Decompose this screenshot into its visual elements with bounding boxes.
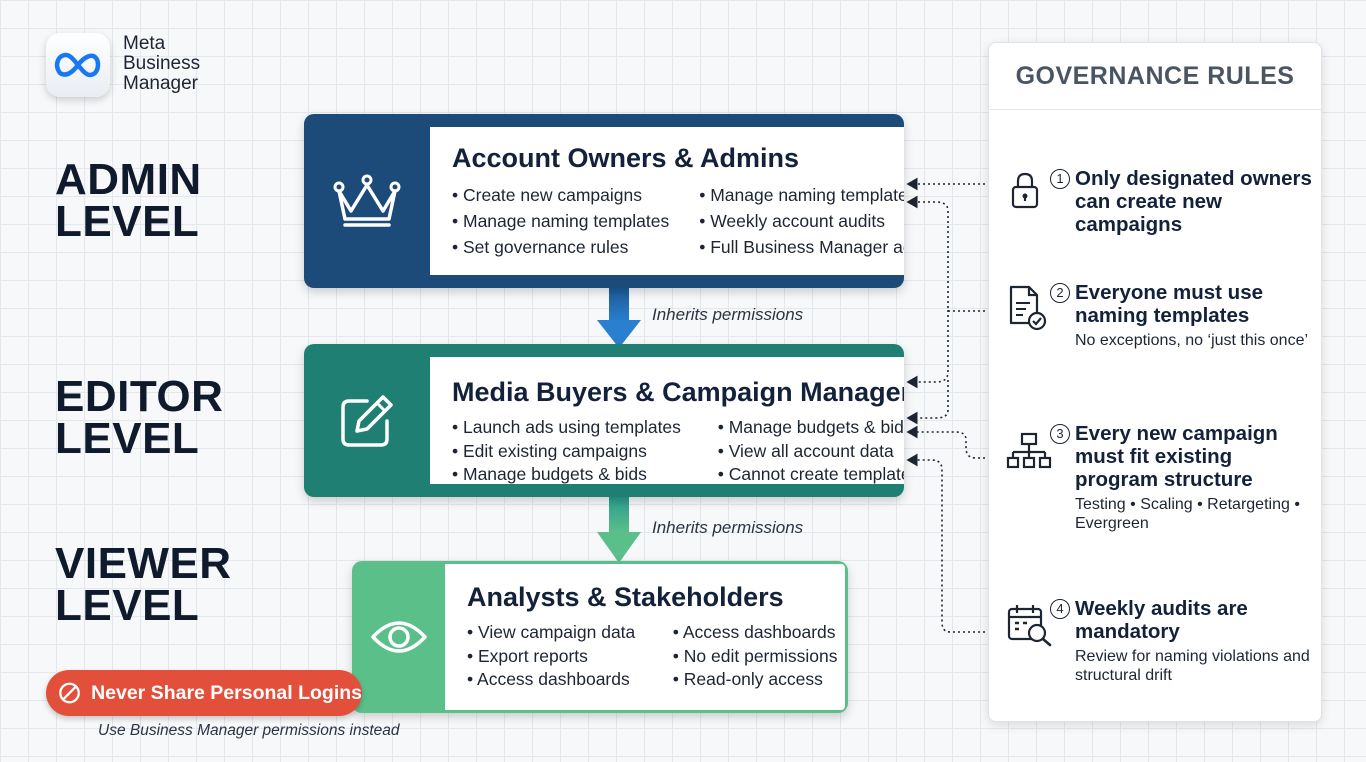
- permission-item: • Edit existing campaigns: [452, 440, 647, 461]
- rule-title: Only designated owners can create new ca…: [1075, 167, 1312, 236]
- inherit-label: Inherits permissions: [652, 305, 804, 324]
- crown-icon: [333, 174, 401, 227]
- level-title-line: LEVEL: [55, 197, 200, 246]
- brand-line: Business: [123, 53, 201, 74]
- role-card-icon-area: [352, 561, 445, 713]
- rule-subtext: Review for naming violations and structu…: [1075, 648, 1310, 684]
- document-check-icon: [1009, 285, 1047, 331]
- role-card-icon-area: [304, 114, 430, 288]
- governance-header: GOVERNANCE RULES: [989, 43, 1321, 110]
- rule-text: Everyone must use naming templates No ex…: [1075, 281, 1315, 350]
- role-card-title: Analysts & Stakeholders: [467, 582, 784, 612]
- inherit-label: Inherits permissions: [652, 518, 804, 537]
- role-card-admin: Account Owners & Admins • Create new cam…: [304, 114, 904, 288]
- prohibited-icon: [59, 682, 80, 704]
- eye-icon: [370, 621, 427, 653]
- role-card-icon-area: [304, 344, 430, 497]
- permission-item: • Create new campaigns: [452, 185, 642, 205]
- role-card-body: Account Owners & Admins • Create new cam…: [430, 127, 904, 275]
- brand-line: Meta: [123, 33, 166, 54]
- permission-item: • Cannot create templates: [717, 464, 904, 484]
- level-title-viewer: VIEWER LEVEL: [55, 539, 232, 630]
- level-title-admin: ADMIN LEVEL: [55, 155, 202, 246]
- permission-item: • Export reports: [467, 645, 588, 666]
- permission-item: • Access dashboards: [672, 622, 836, 642]
- rule-number: 3: [1050, 424, 1070, 444]
- permission-item: • Manage naming templates: [452, 211, 670, 231]
- hierarchy-icon: [1006, 432, 1052, 469]
- rule-subtext: No exceptions, no ‘just this once’: [1075, 332, 1309, 349]
- level-title-editor: EDITOR LEVEL: [55, 372, 224, 463]
- level-title-line: ADMIN: [55, 155, 202, 204]
- brand-line: Manager: [123, 73, 198, 94]
- rule-number: 1: [1050, 169, 1070, 189]
- rule-subtext: Testing • Scaling • Retargeting • Evergr…: [1075, 496, 1300, 532]
- level-title-line: LEVEL: [55, 581, 200, 630]
- warning-subtext: Use Business Manager permissions instead: [98, 722, 400, 739]
- rule-title: Everyone must use naming templates: [1075, 281, 1263, 327]
- role-permission-list: • Create new campaigns • Manage naming t…: [452, 182, 904, 260]
- calendar-search-icon: [1007, 605, 1052, 647]
- role-permission-list: • Launch ads using templates • Manage bu…: [452, 416, 904, 487]
- inherit-arrow-admin-editor: [597, 288, 641, 348]
- inherit-arrow-editor-viewer: [597, 497, 641, 563]
- pencil-edit-icon: [341, 394, 393, 447]
- rule-title: Weekly audits are mandatory: [1075, 597, 1248, 643]
- rule-title: Every new campaign must fit existing pro…: [1075, 422, 1278, 491]
- rule-text: Every new campaign must fit existing pro…: [1075, 422, 1315, 533]
- role-permission-list: • View campaign data • Access dashboards…: [467, 621, 845, 692]
- role-card-body: Analysts & Stakeholders • View campaign …: [445, 564, 845, 710]
- rule-number: 4: [1050, 599, 1070, 619]
- role-card-body: Media Buyers & Campaign Managers • Launc…: [430, 357, 904, 484]
- role-card-title: Account Owners & Admins: [452, 143, 800, 173]
- permission-item: • No edit permissions: [672, 645, 838, 666]
- rule-text: Weekly audits are mandatory Review for n…: [1075, 597, 1315, 685]
- governance-panel: GOVERNANCE RULES 1 Only designated owner…: [988, 42, 1322, 722]
- permission-item: • Read-only access: [672, 669, 823, 689]
- permission-item: • View all account data: [717, 440, 894, 461]
- warning-pill: Never Share Personal Logins: [46, 670, 362, 716]
- permission-item: • Weekly account audits: [699, 211, 885, 231]
- meta-infinity-icon: [54, 52, 101, 78]
- rule-connectors: [906, 177, 1000, 633]
- brand-name: Meta Business Manager: [123, 34, 200, 94]
- permission-item: • Set governance rules: [452, 237, 629, 257]
- permission-item: • Access dashboards: [467, 669, 630, 689]
- permission-item: • Full Business Manager access: [699, 237, 904, 257]
- permission-item: • Launch ads using templates: [452, 417, 681, 437]
- role-card-editor: Media Buyers & Campaign Managers • Launc…: [304, 344, 904, 497]
- role-card-title: Media Buyers & Campaign Managers: [452, 377, 904, 407]
- lock-icon: [1011, 172, 1039, 209]
- permission-item: • Manage budgets & bids: [717, 417, 904, 437]
- rule-text: Only designated owners can create new ca…: [1075, 167, 1315, 236]
- permission-item: • Manage naming templates: [699, 185, 904, 205]
- role-card-viewer: Analysts & Stakeholders • View campaign …: [352, 561, 848, 713]
- permission-item: • View campaign data: [467, 622, 636, 642]
- warning-label: Never Share Personal Logins: [91, 681, 362, 704]
- rule-number: 2: [1050, 283, 1070, 303]
- level-title-line: VIEWER: [55, 539, 232, 588]
- level-title-line: LEVEL: [55, 414, 200, 463]
- permission-item: • Manage budgets & bids: [452, 464, 647, 484]
- meta-logo-tile: [46, 33, 110, 97]
- level-title-line: EDITOR: [55, 372, 224, 421]
